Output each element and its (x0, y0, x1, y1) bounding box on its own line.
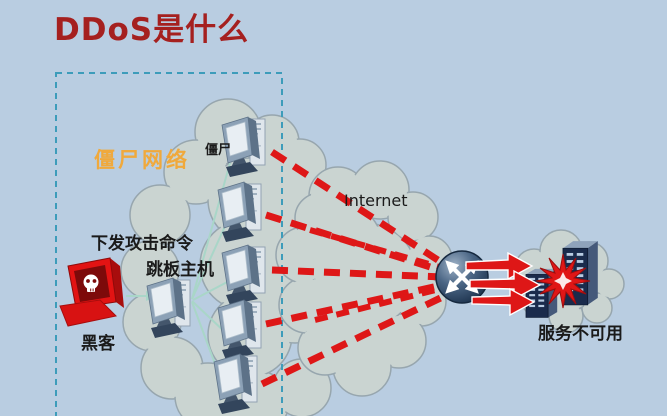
page-title: DDoS是什么 (54, 12, 250, 48)
router-icon (435, 250, 489, 304)
attack-command-label: 下发攻击命令 (91, 234, 193, 254)
hacker-icon (59, 257, 124, 327)
botnet-label: 僵尸网络 (94, 148, 190, 172)
attack-flow-5 (260, 287, 457, 388)
zombie-label: 僵尸 (205, 143, 232, 158)
internet-label: Internet (344, 191, 408, 210)
attack-flow-4 (265, 279, 453, 328)
control-line-1 (191, 162, 231, 300)
attack-flows (260, 149, 457, 388)
internet-cloud (275, 160, 453, 397)
impact-arrow-2 (469, 269, 542, 301)
attack-flow-1 (270, 149, 452, 271)
skull-icon (83, 274, 99, 292)
springboard-pc (146, 277, 191, 339)
hacker-label: 黑客 (81, 334, 115, 354)
impact-arrows (465, 251, 542, 317)
service-unavailable-label: 服务不可用 (538, 324, 623, 344)
impact-arrow-3 (471, 287, 536, 317)
botnet-boundary-box (55, 72, 283, 416)
attack-flow-6 (309, 227, 451, 273)
explosion-icon (535, 253, 591, 309)
control-line-2 (191, 223, 227, 300)
springboard-host-label: 跳板主机 (146, 260, 214, 280)
control-line-3 (192, 279, 232, 301)
attack-flow-3 (271, 266, 444, 281)
attack-flow-7 (314, 283, 453, 323)
